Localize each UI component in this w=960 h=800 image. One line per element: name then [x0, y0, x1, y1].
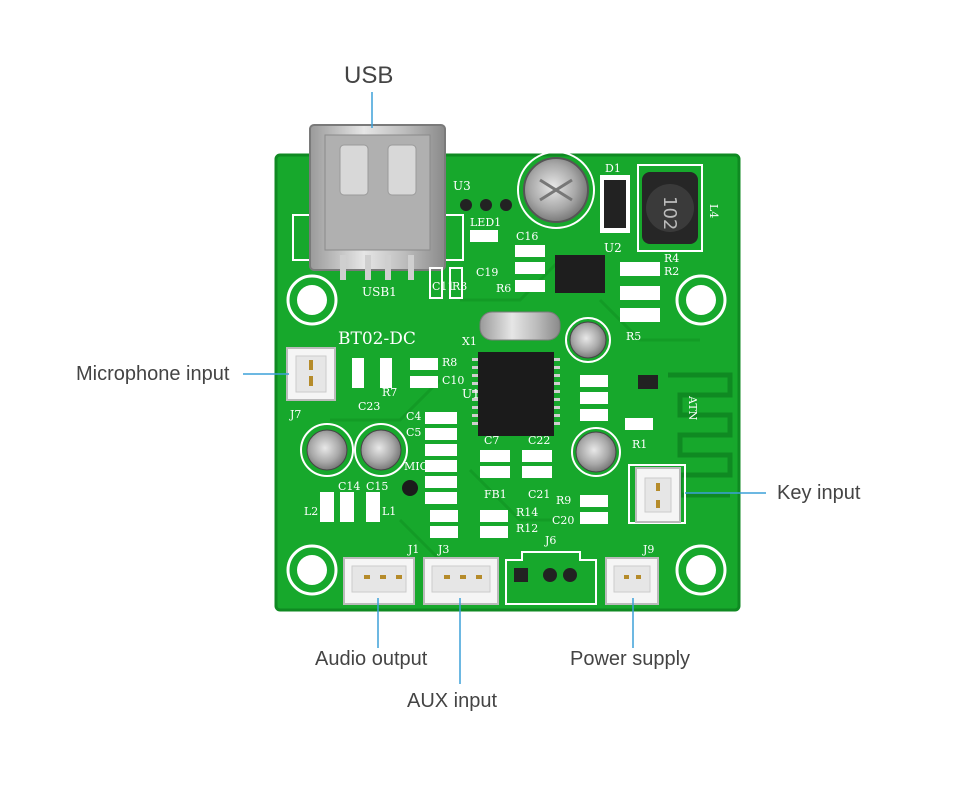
callout-lines [243, 92, 766, 684]
connector-key [628, 464, 686, 524]
svg-text:J7: J7 [289, 408, 301, 421]
aux-callout-label: AUX input [407, 690, 498, 712]
connector-j3: J3 [423, 543, 499, 605]
svg-text:R5: R5 [626, 330, 641, 343]
svg-text:U2: U2 [604, 241, 622, 255]
diode-d1: D1 [600, 162, 630, 233]
svg-text:R1: R1 [632, 438, 647, 451]
svg-text:C7: C7 [484, 434, 499, 447]
board-model-label: BT02-DC [338, 329, 416, 349]
mounting-hole-top-left [286, 274, 338, 326]
svg-text:C19: C19 [476, 266, 498, 279]
main-ic-u1: U1 [462, 352, 560, 436]
svg-text:R4: R4 [664, 252, 679, 265]
svg-text:C4: C4 [406, 410, 421, 423]
svg-text:FB1: FB1 [484, 488, 507, 501]
led1-pads: LED1 [460, 199, 512, 242]
crystal-x1: X1 [462, 311, 561, 348]
mounting-hole-top-right [675, 274, 727, 326]
audio-output-callout-label: Audio output [315, 648, 428, 670]
svg-text:C11: C11 [432, 280, 454, 293]
smd-components [320, 245, 660, 538]
power-callout-label: Power supply [570, 648, 691, 670]
svg-text:C10: C10 [442, 374, 464, 387]
svg-text:C15: C15 [366, 480, 388, 493]
antenna-trace: ATN [638, 372, 733, 498]
connector-j7: J7 [286, 347, 336, 421]
electrolytic-capacitors-left [300, 423, 408, 477]
svg-text:R7: R7 [382, 386, 397, 399]
svg-text:U1: U1 [462, 387, 480, 401]
svg-text:C20: C20 [552, 514, 574, 527]
regulator-u2: U2 [555, 241, 622, 293]
inductor-l4: 102 L4 [637, 164, 720, 252]
svg-text:L1: L1 [382, 505, 396, 518]
svg-text:R8: R8 [442, 356, 457, 369]
svg-text:L2: L2 [304, 505, 318, 518]
microphone-callout-label: Microphone input [76, 363, 230, 385]
svg-text:C23: C23 [358, 400, 380, 413]
svg-text:C22: C22 [528, 434, 550, 447]
microphone-pad [402, 480, 418, 496]
svg-text:J1: J1 [407, 543, 419, 556]
svg-text:J9: J9 [642, 543, 654, 556]
svg-text:R2: R2 [664, 265, 679, 278]
svg-text:C5: C5 [406, 426, 421, 439]
svg-text:R12: R12 [516, 522, 538, 535]
svg-text:C21: C21 [528, 488, 550, 501]
svg-text:MIC: MIC [404, 460, 428, 473]
svg-text:R9: R9 [556, 494, 571, 507]
mounting-hole-bottom-left [286, 544, 338, 596]
key-callout-label: Key input [777, 482, 861, 504]
mounting-holes [286, 274, 727, 596]
svg-text:R6: R6 [496, 282, 511, 295]
electrolytic-capacitor-right [571, 427, 621, 477]
svg-text:R3: R3 [452, 280, 467, 293]
svg-text:L4: L4 [707, 204, 720, 218]
svg-text:D1: D1 [605, 162, 621, 175]
svg-text:X1: X1 [462, 335, 477, 348]
svg-text:ATN: ATN [686, 395, 699, 421]
svg-text:J3: J3 [437, 543, 449, 556]
svg-text:J6: J6 [544, 534, 556, 547]
mounting-hole-bottom-right [675, 544, 727, 596]
connector-j6: J6 [505, 534, 597, 605]
connector-j1: J1 [343, 543, 419, 605]
svg-text:LED1: LED1 [470, 216, 501, 229]
svg-text:C14: C14 [338, 480, 360, 493]
svg-text:C16: C16 [516, 230, 538, 243]
u3-label: U3 [453, 179, 471, 193]
electrolytic-capacitor-middle [565, 317, 611, 363]
electrolytic-capacitor-top [517, 151, 595, 229]
usb-connector [292, 124, 464, 280]
svg-text:R14: R14 [516, 506, 538, 519]
usb-callout-label: USB [344, 62, 394, 89]
inductor-value-label: 102 [659, 196, 680, 230]
usb-ref-label: USB1 [362, 285, 397, 299]
connector-j9: J9 [605, 543, 659, 605]
reference-labels: C16 C19 R6 R3 C11 R4 R2 R5 R8 C10 C4 C5 … [304, 230, 679, 535]
